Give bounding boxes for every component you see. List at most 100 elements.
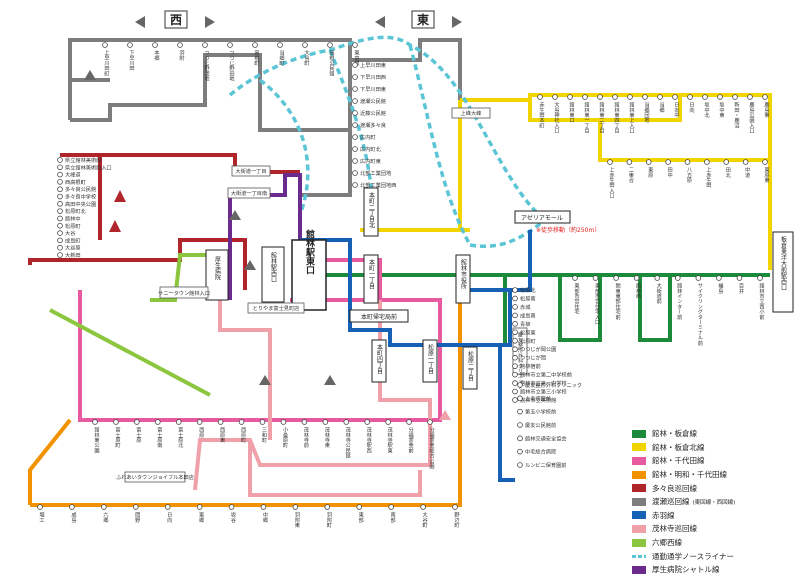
- matsubara2-label: 松原二丁目: [467, 350, 474, 382]
- bus-stop-marker: [352, 158, 358, 164]
- bus-stop-label: 東部市営住宅入口: [594, 282, 600, 326]
- legend-swatch: [632, 470, 646, 479]
- bus-stop-marker: [352, 170, 358, 176]
- bus-stop-marker: [717, 94, 723, 100]
- legend-label: 多々良巡回線: [652, 483, 697, 493]
- hub-matsubara1: 松原一丁目: [422, 339, 438, 383]
- bus-stop-label: 南部: [390, 511, 396, 524]
- bus-stop-marker: [352, 134, 358, 140]
- bus-stop-label: 本郷: [154, 49, 160, 62]
- hub-honmachi4: 本町四丁目: [371, 339, 387, 383]
- bus-stop-label: 当郷: [659, 101, 665, 114]
- bus-stop-marker: [227, 42, 233, 48]
- bus-stop-label: 多々良中学校: [65, 193, 96, 201]
- bus-stop-marker: [127, 42, 133, 48]
- bus-stop-label: 広内町北: [360, 145, 382, 153]
- bus-stop-label: 西高根町: [65, 178, 86, 186]
- bus-stop-marker: [704, 159, 710, 165]
- bus-stop-label: 上早川田町: [104, 49, 110, 77]
- bus-stop-marker: [567, 94, 573, 100]
- mall-label: アゼリアモール: [521, 214, 563, 222]
- main-station-label: 館林駅東口: [304, 228, 316, 275]
- bus-stop-label: 羽附町: [326, 512, 332, 528]
- hub-honmachi-n: 本町二丁目北: [363, 187, 379, 237]
- bus-stop-marker: [102, 42, 108, 48]
- bus-stop-marker: [742, 159, 749, 165]
- bus-stop-label: 百井: [738, 283, 744, 295]
- stops-layer: 上早川田町下早川田本郷羽附つつじ野団地つつじ野田地高根町当郷町大島町高根公民館東…: [37, 42, 770, 529]
- bus-stop-label: 大街道前: [656, 282, 662, 306]
- bus-stop-label: 大新田: [65, 251, 81, 259]
- bus-stop-marker: [406, 419, 412, 425]
- bus-stop-label: 福島: [717, 282, 723, 295]
- bus-stop-label: 多々良公民館: [65, 185, 96, 193]
- legend-label: 茂林寺巡回線: [652, 524, 697, 534]
- bus-stop-marker: [57, 186, 63, 193]
- bus-stop-marker: [612, 94, 618, 100]
- bus-stop-marker: [657, 94, 663, 100]
- bus-stop-label: 富士原町: [114, 426, 120, 449]
- bus-stop-marker: [512, 287, 518, 293]
- bus-stop-marker: [175, 419, 182, 425]
- bus-stop-label: 近藤公民館: [360, 109, 386, 117]
- bus-stop-label: 館林中: [65, 214, 81, 222]
- legend-label: 通勤通学ノースライナー: [652, 551, 734, 561]
- bus-stop-marker: [57, 230, 63, 236]
- bus-stop-label: 上赤生田入口: [609, 166, 615, 200]
- legend-item: 六郷西線: [632, 536, 792, 550]
- bus-stop-marker: [512, 354, 518, 361]
- bus-stop-marker: [134, 419, 140, 425]
- legend-label: 渡瀬巡回線: [652, 497, 690, 507]
- legend-label: 館林・千代田線: [652, 456, 705, 466]
- bus-stop-label: 館林東公園: [93, 426, 99, 455]
- box-toriyama: とりやま富士見町店: [247, 302, 305, 314]
- bus-stop-label: 館林交通安全協会: [525, 434, 567, 442]
- bus-stop-label: 館林東一丁目: [583, 101, 589, 135]
- legend-label: 赤羽線: [652, 510, 675, 520]
- bus-stop-marker: [385, 419, 391, 425]
- legend-item: 通勤通学ノースライナー: [632, 549, 792, 563]
- bus-stop-label: 二東合: [627, 167, 633, 184]
- box-jyousui: 上峰大峰: [451, 107, 491, 119]
- bus-stop-label: 八方原: [686, 167, 692, 183]
- bus-stop-marker: [633, 275, 640, 281]
- legend-swatch: [632, 511, 646, 520]
- bus-stop-marker: [57, 179, 63, 185]
- legend-swatch: [632, 497, 646, 506]
- bus-stop-marker: [352, 122, 358, 128]
- legend-swatch: [632, 524, 646, 533]
- bus-stop-label: 茂林寺東: [323, 426, 329, 450]
- legend-swatch: [632, 484, 646, 493]
- bus-stop-marker: [702, 94, 708, 100]
- bus-stop-marker: [343, 419, 350, 425]
- bus-stop-marker: [537, 94, 543, 100]
- bus-stop-label: 館林東口: [568, 101, 574, 125]
- box-fureai: ふれあいタウンジョイフル本田店: [116, 471, 194, 483]
- bus-stop-marker: [552, 94, 558, 100]
- bus-stop-marker: [132, 504, 139, 510]
- bus-stop-label: 鹿島公園入口: [749, 101, 755, 135]
- hub-shimin-center: 本町帰宅局前: [349, 309, 409, 323]
- bus-stop-label: 西原東: [219, 427, 225, 444]
- bus-stop-label: 坂中東: [718, 101, 724, 119]
- bus-stop-marker: [517, 435, 523, 442]
- legend-label: 館林・板倉北線: [652, 442, 705, 452]
- bus-stop-label: 下早川田: [129, 50, 135, 73]
- bus-stop-marker: [512, 346, 518, 353]
- bus-stop-label: 下早川田西: [360, 74, 386, 81]
- bus-stop-label: 松原南: [520, 294, 536, 302]
- bus-stop-label: 日向: [689, 102, 695, 113]
- bus-stop-label: 富士原: [135, 426, 141, 443]
- bus-stop-marker: [196, 419, 203, 425]
- bus-stop-label: 羽附: [179, 50, 185, 62]
- bus-stop-marker: [324, 504, 331, 510]
- bus-stop-marker: [512, 363, 518, 369]
- shimin-center-label: 本町帰宅局前: [361, 313, 397, 321]
- bus-stop-marker: [364, 419, 370, 425]
- bus-stop-label: 渡瀬多々良: [360, 121, 386, 129]
- bus-stop-label: 県立館林美術館入口: [65, 163, 112, 171]
- bus-stop-marker: [352, 74, 358, 80]
- bus-stop-label: 館林宿前: [520, 362, 541, 370]
- bus-stop-marker: [512, 304, 518, 310]
- bus-stop-marker: [352, 62, 358, 68]
